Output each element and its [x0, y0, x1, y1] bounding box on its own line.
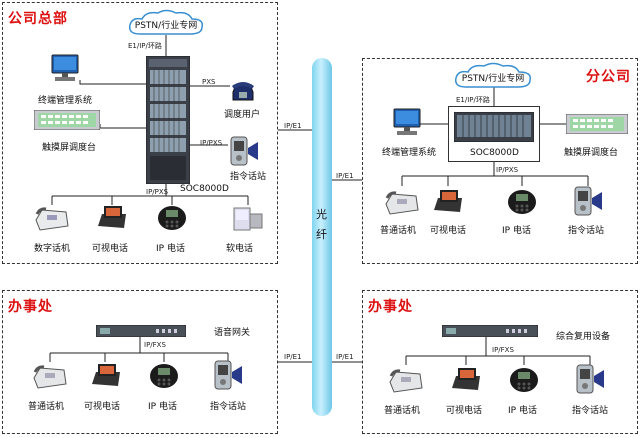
hq-dispatch-user-label: 调度用户: [224, 110, 261, 120]
office-left-plain-phone-icon[interactable]: [32, 364, 68, 390]
fiber-label-1: 光: [316, 208, 327, 221]
office-right-ip-pxs-label: IP/FXS: [492, 346, 514, 354]
office-right-multiplexer-icon[interactable]: [441, 322, 539, 338]
branch-video-phone-icon[interactable]: [432, 188, 464, 216]
office-left-video-phone-icon[interactable]: [90, 362, 122, 390]
office-right-plain-phone-icon[interactable]: [388, 368, 424, 394]
office-left-command-station-icon[interactable]: [212, 358, 246, 392]
hq-ip-pxs-side-label: IP/PXS: [200, 139, 223, 147]
branch-phone-label-3: IP 电话: [502, 226, 531, 236]
hq-cloud-label: PSTN/行业专网: [134, 21, 198, 31]
branch-touch-console-icon[interactable]: [565, 113, 629, 135]
office-left-phone-label-3: IP 电话: [148, 402, 177, 412]
office-right-gateway-label: 综合复用设备: [556, 332, 611, 342]
branch-computer-icon[interactable]: [392, 108, 422, 136]
office-left-voice-gateway-icon[interactable]: [95, 322, 187, 338]
hq-computer-icon[interactable]: [50, 54, 80, 82]
branch-pstn-cloud: PSTN/行业专网: [452, 62, 534, 90]
branch-soc8000d-chassis[interactable]: [453, 111, 535, 143]
branch-command-station-icon[interactable]: [572, 184, 606, 218]
hq-switch-label: SOC8000D: [180, 184, 229, 194]
branch-fiber-link-label: IP/E1: [336, 172, 354, 180]
hq-touch-console-label: 触摸屏调度台: [42, 143, 97, 153]
hq-command-station-label: 指令话站: [230, 172, 267, 182]
hq-dispatch-phone-icon[interactable]: [230, 80, 256, 102]
office-left-panel: [2, 290, 278, 434]
hq-title: 公司总部: [8, 11, 68, 27]
office-right-video-phone-icon[interactable]: [450, 366, 482, 394]
hq-panel: [2, 2, 278, 264]
branch-ip-pxs-label: IP/PXS: [496, 166, 519, 174]
hq-ip-phone-icon[interactable]: [156, 202, 188, 232]
hq-phone-label-4: 软电话: [226, 244, 254, 254]
hq-phone-label-2: 可视电话: [92, 244, 129, 254]
hq-command-station-icon[interactable]: [228, 134, 262, 168]
fiber-backbone: [312, 58, 332, 416]
office-right-panel: [362, 290, 638, 434]
hq-pxs-label: PXS: [202, 78, 216, 86]
branch-cloud-label: PSTN/行业专网: [461, 74, 525, 84]
office-right-fiber-link-label: IP/E1: [336, 353, 354, 361]
branch-panel: [362, 58, 638, 264]
hq-soft-phone-icon[interactable]: [232, 204, 264, 232]
branch-terminal-mgmt-label: 终端管理系统: [382, 148, 437, 158]
hq-pstn-cloud: PSTN/行业专网: [126, 8, 206, 38]
office-left-phone-label-1: 普通话机: [28, 402, 65, 412]
branch-uplink-label: E1/IP/环路: [456, 96, 490, 104]
office-left-fiber-link-label: IP/E1: [284, 353, 302, 361]
office-left-phone-label-4: 指令话站: [210, 402, 247, 412]
branch-switch-label: SOC8000D: [470, 148, 519, 158]
office-left-title: 办事处: [8, 299, 53, 315]
office-right-ip-phone-icon[interactable]: [508, 364, 540, 394]
hq-ip-pxs-bottom-label: IP/PXS: [146, 188, 169, 196]
fiber-label-2: 纤: [316, 228, 327, 241]
office-right-command-station-icon[interactable]: [574, 362, 608, 396]
office-right-phone-label-1: 普通话机: [384, 406, 421, 416]
branch-phone-label-1: 普通话机: [380, 226, 417, 236]
hq-fiber-link-label: IP/E1: [284, 122, 302, 130]
office-left-gateway-label: 语音网关: [214, 328, 251, 338]
office-right-phone-label-4: 指令话站: [572, 406, 609, 416]
office-left-phone-label-2: 可视电话: [84, 402, 121, 412]
branch-phone-label-2: 可视电话: [430, 226, 467, 236]
hq-uplink-label: E1/IP/环路: [128, 42, 162, 50]
office-right-phone-label-2: 可视电话: [446, 406, 483, 416]
branch-touch-console-label: 触摸屏调度台: [564, 148, 619, 158]
branch-ip-phone-icon[interactable]: [506, 186, 538, 216]
hq-digital-phone-icon[interactable]: [34, 206, 70, 232]
branch-phone-label-4: 指令话站: [568, 226, 605, 236]
office-right-phone-label-3: IP 电话: [508, 406, 537, 416]
office-left-ip-pxs-label: IP/FXS: [144, 341, 166, 349]
hq-phone-label-1: 数字话机: [34, 244, 71, 254]
office-left-ip-phone-icon[interactable]: [148, 360, 180, 390]
hq-touch-console-icon[interactable]: [33, 109, 101, 131]
soc8000d-rack[interactable]: [145, 55, 191, 185]
hq-phone-label-3: IP 电话: [156, 244, 185, 254]
branch-plain-phone-icon[interactable]: [384, 190, 420, 216]
hq-video-phone-icon[interactable]: [96, 204, 128, 232]
hq-terminal-mgmt-label: 终端管理系统: [38, 96, 93, 106]
office-right-title: 办事处: [368, 299, 413, 315]
branch-title: 分公司: [586, 69, 631, 85]
